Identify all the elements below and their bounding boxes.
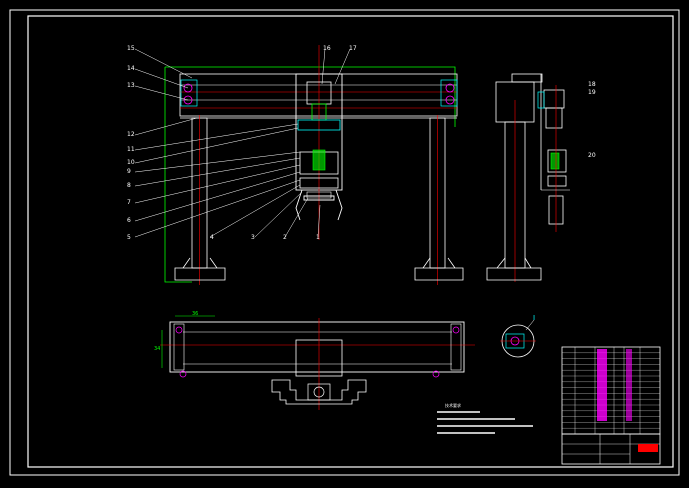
part-label: 9 [127, 168, 131, 175]
part-label: 18 [588, 81, 596, 88]
part-label: 10 [127, 159, 135, 166]
part-label: 11 [127, 146, 135, 153]
part-number-labels: 15 14 13 16 17 12 11 10 9 8 7 6 5 4 3 2 … [127, 45, 596, 241]
left-foot [174, 257, 226, 281]
side-cylinder [547, 149, 567, 173]
left-end-block [180, 79, 198, 107]
side-view [486, 73, 570, 282]
part-label: 19 [588, 89, 596, 96]
notes-title: 技术要求 [445, 402, 461, 408]
outer-frame [9, 9, 680, 476]
parts-list [561, 346, 661, 435]
part-label: 15 [127, 45, 135, 52]
dimension-label: 36 [192, 311, 198, 317]
slide-bearing [297, 119, 341, 131]
part-label: 20 [588, 152, 596, 159]
part-label: 7 [127, 199, 131, 206]
right-end-block [440, 79, 458, 107]
part-label: 4 [210, 234, 214, 241]
technical-notes: 技术要求 [437, 402, 533, 434]
part-label: 17 [349, 45, 357, 52]
leader-lines [134, 48, 351, 238]
part-label: 14 [127, 65, 135, 72]
front-view [164, 45, 464, 285]
side-foot [486, 257, 542, 281]
title-block [561, 346, 661, 465]
gripper [295, 189, 343, 221]
title-box [561, 433, 661, 465]
top-view: 36 34 [154, 311, 475, 410]
inner-frame [27, 15, 674, 468]
part-label: 8 [127, 182, 131, 189]
top-base-profile [271, 379, 367, 405]
detail-label: I [533, 314, 535, 322]
part-label: 12 [127, 131, 135, 138]
detail-view: I [500, 314, 536, 358]
part-label: 1 [316, 234, 320, 241]
part-label: 13 [127, 82, 135, 89]
right-foot [414, 257, 464, 281]
part-label: 2 [283, 234, 287, 241]
top-frame [169, 321, 465, 373]
front-dimension-outline [164, 66, 456, 283]
dimension-label: 34 [154, 346, 160, 352]
part-label: 3 [251, 234, 255, 241]
part-label: 5 [127, 234, 131, 241]
part-label: 6 [127, 217, 131, 224]
top-beam [179, 73, 458, 117]
part-label: 16 [323, 45, 331, 52]
